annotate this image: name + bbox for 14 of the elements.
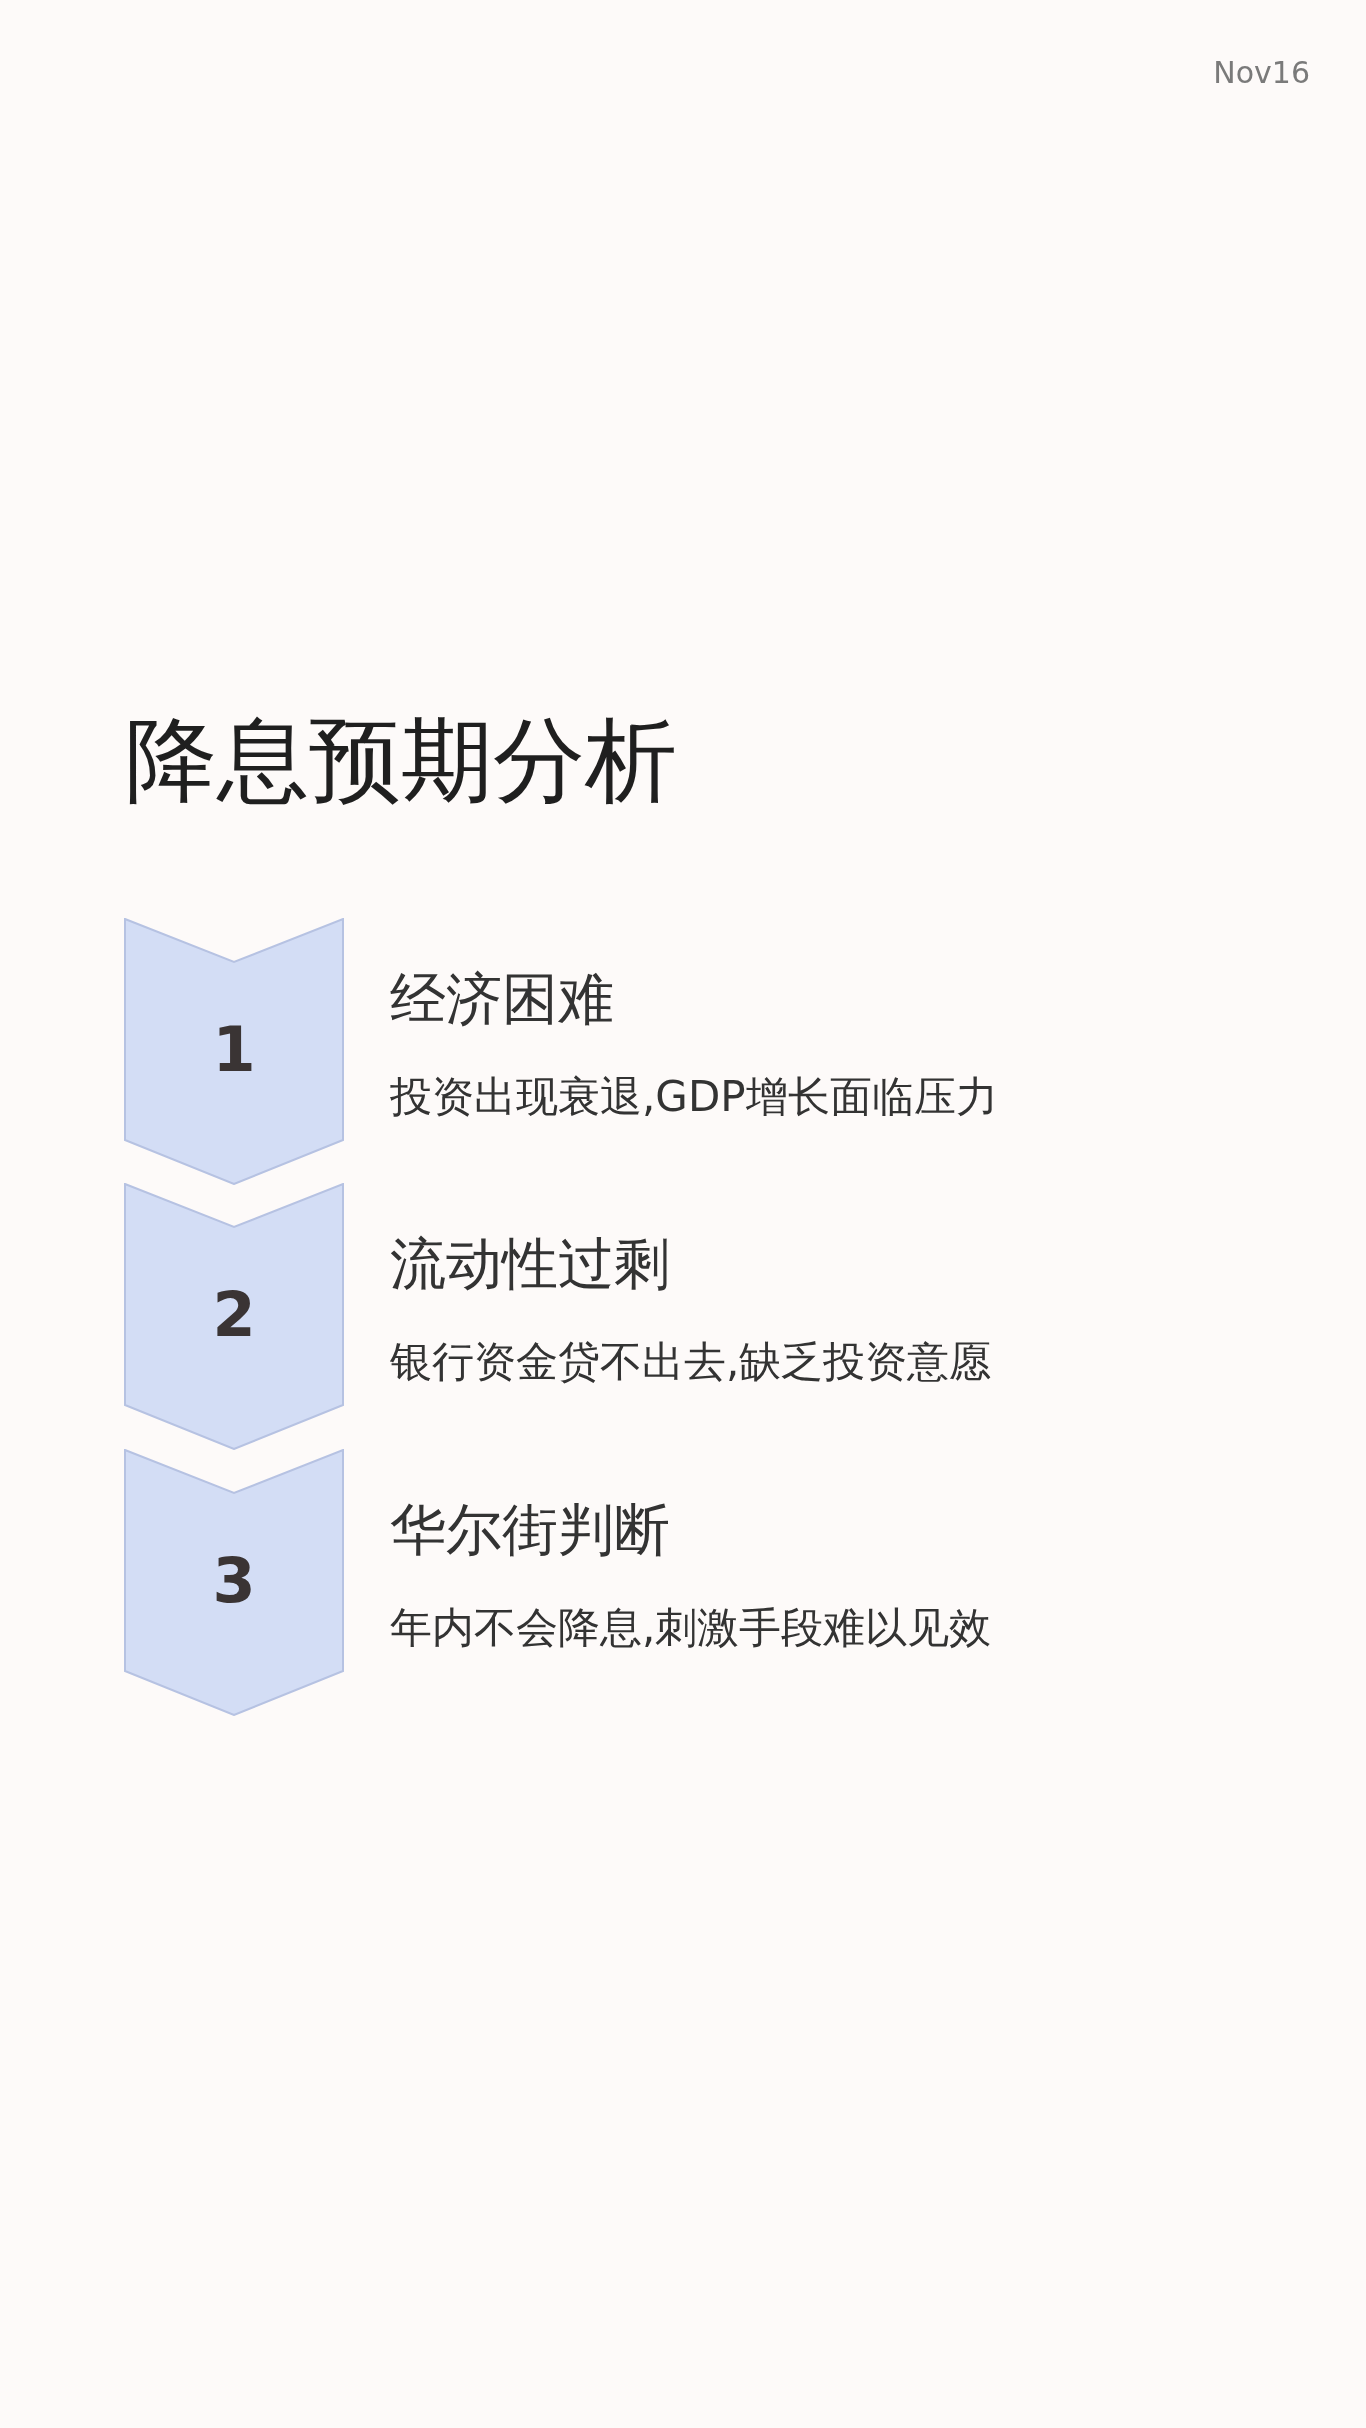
step-description: 投资出现衰退,GDP增长面临压力 — [390, 1071, 998, 1123]
step-number: 3 — [211, 1543, 257, 1619]
step-description: 银行资金贷不出去,缺乏投资意愿 — [390, 1336, 992, 1388]
step-heading: 华尔街判断 — [390, 1497, 670, 1563]
step-heading: 经济困难 — [390, 966, 614, 1032]
chevron-shape — [124, 1449, 344, 1716]
page-title: 降息预期分析 — [125, 706, 677, 816]
date-label: Nov16 — [1213, 54, 1310, 92]
chevron-shape — [124, 918, 344, 1185]
step-description: 年内不会降息,刺激手段难以见效 — [390, 1602, 992, 1654]
chevron-shape — [124, 1183, 344, 1450]
step-heading: 流动性过剩 — [390, 1231, 670, 1297]
step-number: 1 — [211, 1012, 257, 1088]
step-number: 2 — [211, 1277, 257, 1353]
